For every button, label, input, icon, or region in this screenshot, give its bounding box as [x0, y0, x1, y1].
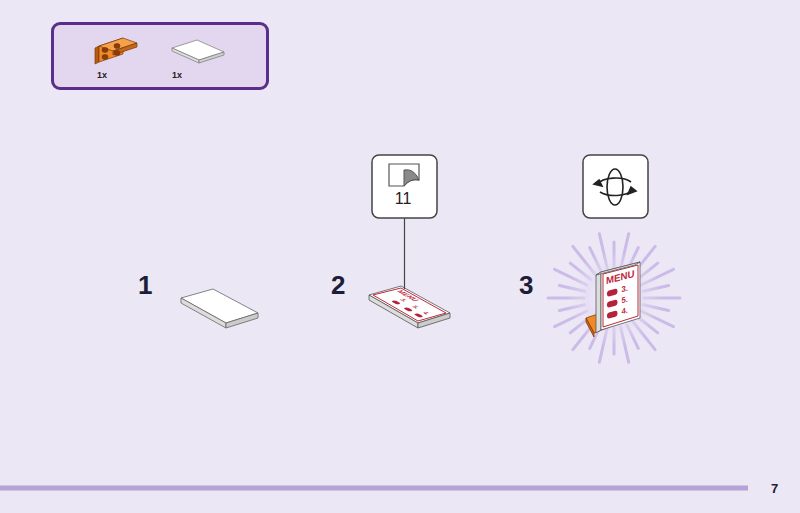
menu-item-number: 4.: [421, 311, 431, 315]
menu-dish: [607, 310, 618, 319]
tile-step-1: [181, 289, 258, 328]
tile-step-2: [369, 286, 450, 328]
menu-stand: [586, 262, 640, 337]
footer-bar: [0, 486, 748, 491]
highlight-glow: [566, 250, 662, 346]
highlight-burst: [548, 234, 680, 363]
leader-line: [404, 218, 405, 289]
step-number: 3: [519, 272, 533, 298]
menu-title: MENU: [606, 269, 635, 286]
page-number: 7: [771, 482, 778, 495]
parts-panel: 1x 1x: [51, 22, 269, 90]
menu-item-number: 4.: [621, 307, 627, 317]
bracket-part: [95, 38, 137, 64]
menu-dish: [607, 299, 618, 308]
menu-item-number: 3.: [621, 285, 627, 295]
rotate-frame: [583, 155, 648, 218]
quantity: 1x: [97, 71, 107, 80]
sticker-callout-frame: [372, 155, 437, 218]
step-number: 1: [138, 272, 152, 298]
rotate-icon: [594, 169, 636, 205]
sticker-number: 11: [372, 191, 434, 207]
parts-panel-fill: [52, 23, 268, 89]
sticker-callout: 11: [372, 155, 437, 218]
tile-part: [172, 40, 224, 63]
step-number: 2: [331, 272, 345, 298]
menu-dish: [607, 288, 618, 297]
menu-item-number: 5.: [621, 296, 627, 306]
quantity: 1x: [172, 71, 182, 80]
menu-item-number: 3.: [399, 298, 409, 302]
menu-item-number: 5.: [411, 305, 421, 309]
sticker-icon: [389, 164, 419, 186]
menu-sticker: MENU3.5.4.: [371, 287, 448, 323]
menu-sign: MENU3.5.4.: [603, 265, 638, 326]
